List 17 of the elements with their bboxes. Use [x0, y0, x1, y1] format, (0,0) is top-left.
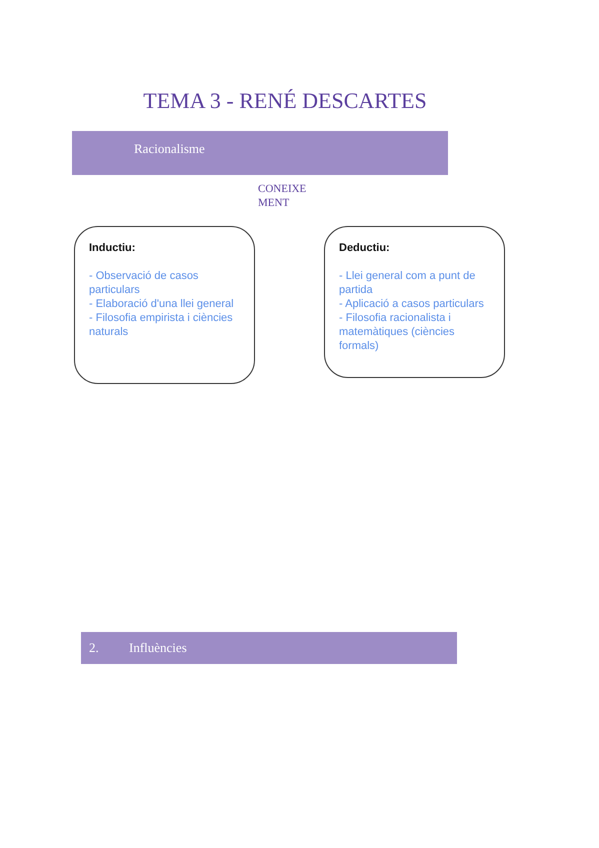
rounded-box	[74, 226, 255, 384]
rounded-box	[324, 226, 505, 378]
section-band	[81, 632, 457, 664]
bullet-text: - Elaboració d'una llei general	[89, 297, 235, 311]
section-heading: Racionalisme	[134, 141, 205, 157]
bullet-text: - Observació de casos particulars	[89, 269, 200, 297]
section-band	[72, 131, 448, 175]
box-heading: Deductiu:	[339, 241, 391, 255]
bullet-text: - Filosofia racionalista i matemàtiques (ciències formals)	[339, 311, 456, 353]
section-number: 2.	[89, 640, 99, 656]
page-title: TEMA 3 - RENÉ DESCARTES	[142, 88, 428, 114]
bullet-text: - Aplicació a casos particulars	[339, 297, 485, 311]
label-text: CONEIXE MENT	[258, 182, 308, 210]
bullet-text: - Filosofia empirista i ciències naturals	[89, 311, 234, 339]
section-heading: Influències	[129, 640, 187, 656]
box-heading: Inductiu:	[89, 241, 136, 255]
bullet-text: - Llei general com a punt de partida	[339, 269, 476, 297]
